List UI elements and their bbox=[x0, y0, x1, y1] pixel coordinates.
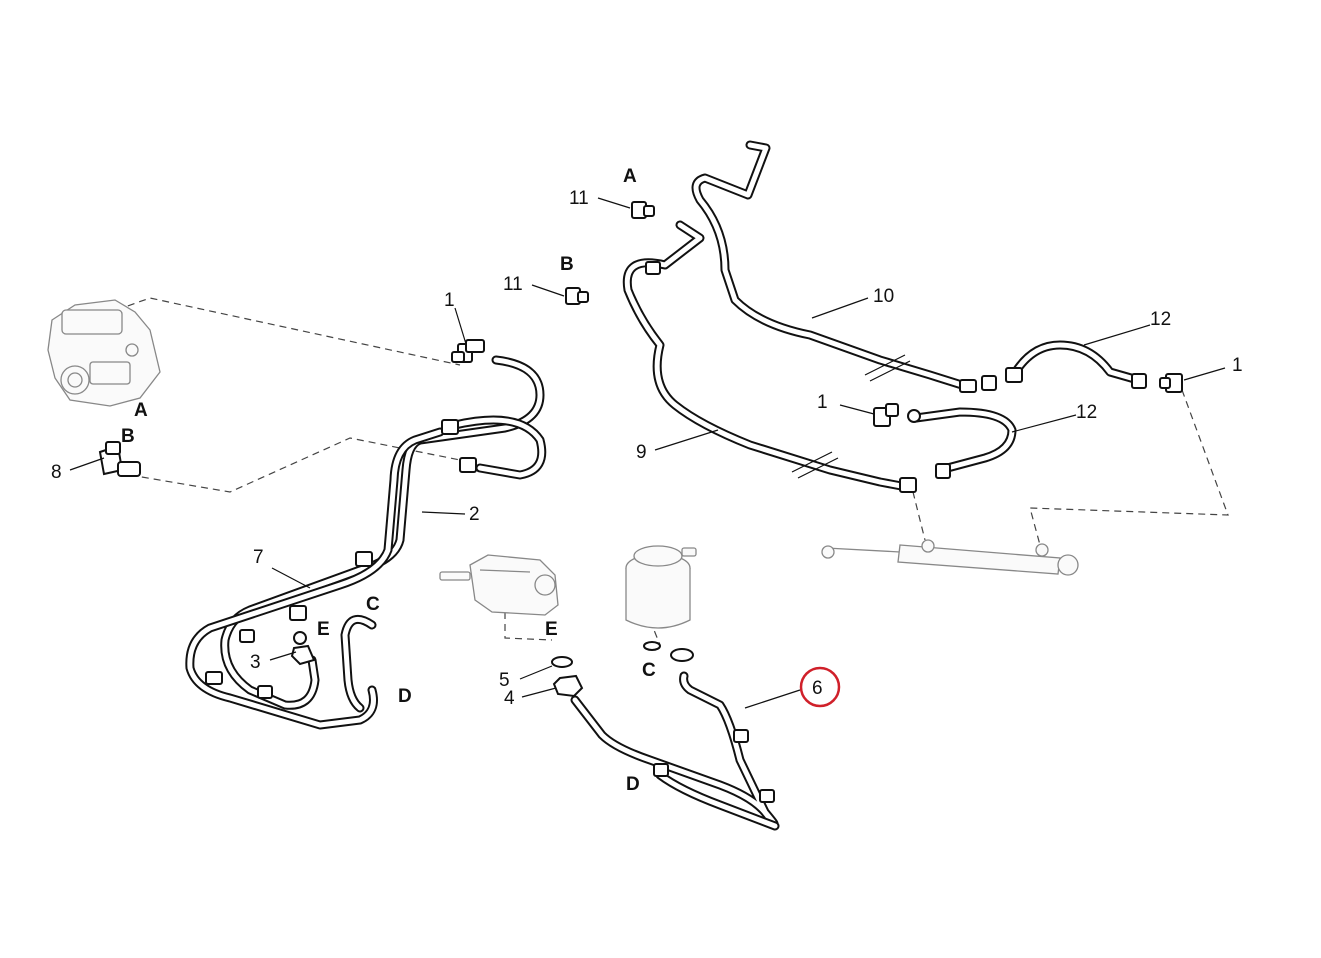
hose-break-marks bbox=[791, 354, 911, 479]
hose-2 bbox=[220, 355, 545, 710]
callout-2: 2 bbox=[469, 504, 480, 525]
callout-4: 4 bbox=[504, 688, 515, 709]
callout-8: 8 bbox=[51, 462, 62, 483]
fitting-11b bbox=[565, 287, 589, 305]
elbow-fitting-8 bbox=[98, 441, 141, 477]
callout-5: 5 bbox=[499, 670, 510, 691]
hose-clamps bbox=[205, 419, 477, 699]
mark-D-right: D bbox=[626, 774, 640, 795]
hose-9 bbox=[622, 220, 917, 493]
callout-10: 10 bbox=[873, 286, 894, 307]
clip-C bbox=[643, 641, 694, 662]
hose-7 bbox=[185, 427, 445, 730]
steering-cylinder bbox=[821, 539, 1079, 576]
hose-10 bbox=[691, 140, 970, 391]
leader-lines bbox=[69, 197, 1226, 709]
callout-11a: 11 bbox=[569, 188, 589, 209]
mark-A-top: A bbox=[623, 166, 637, 187]
callout-7: 7 bbox=[253, 547, 264, 568]
hose-12-lower bbox=[911, 407, 1017, 475]
fitting-1b bbox=[873, 403, 921, 427]
nut-4 bbox=[552, 674, 584, 698]
mark-E-right: E bbox=[545, 619, 558, 640]
hose-6 bbox=[570, 671, 779, 829]
highlight-circle bbox=[799, 666, 841, 708]
fitting-1c bbox=[1159, 373, 1183, 393]
callout-11b: 11 bbox=[503, 274, 523, 295]
callout-12b: 12 bbox=[1076, 402, 1097, 423]
mark-E-left: E bbox=[317, 619, 330, 640]
mark-B-top: B bbox=[560, 254, 574, 275]
mark-C-right: C bbox=[642, 660, 656, 681]
callout-12a: 12 bbox=[1150, 309, 1171, 330]
mark-C-left: C bbox=[366, 594, 380, 615]
mark-A-pump: A bbox=[134, 400, 148, 421]
callout-1b: 1 bbox=[817, 392, 828, 413]
callout-labels: 1 1 1 2 3 4 5 6 7 8 9 10 11 11 12 12 bbox=[51, 188, 1243, 709]
callout-3: 3 bbox=[250, 652, 261, 673]
fitting-11a bbox=[631, 201, 655, 219]
steering-pump-upper bbox=[47, 299, 161, 407]
tee-fitting-1a bbox=[451, 339, 485, 363]
mark-B-pump: B bbox=[121, 426, 135, 447]
callout-9: 9 bbox=[636, 442, 647, 463]
fitting-3 bbox=[290, 631, 316, 666]
hose-C-left bbox=[340, 614, 377, 713]
hose-12-upper bbox=[1007, 340, 1143, 385]
hose-end-fittings bbox=[645, 261, 1147, 493]
callout-6: 6 bbox=[812, 678, 823, 699]
callout-1a: 1 bbox=[444, 290, 455, 311]
seal-ring-5 bbox=[551, 656, 573, 668]
hose-2-loop bbox=[450, 415, 547, 480]
callout-1c: 1 bbox=[1232, 355, 1243, 376]
oil-reservoir bbox=[625, 545, 697, 629]
connection-marks: A B A B C C D D E E bbox=[121, 166, 656, 795]
mark-D-left: D bbox=[398, 686, 412, 707]
steering-pump-lower bbox=[439, 554, 559, 616]
hose-6-lower bbox=[653, 729, 780, 831]
